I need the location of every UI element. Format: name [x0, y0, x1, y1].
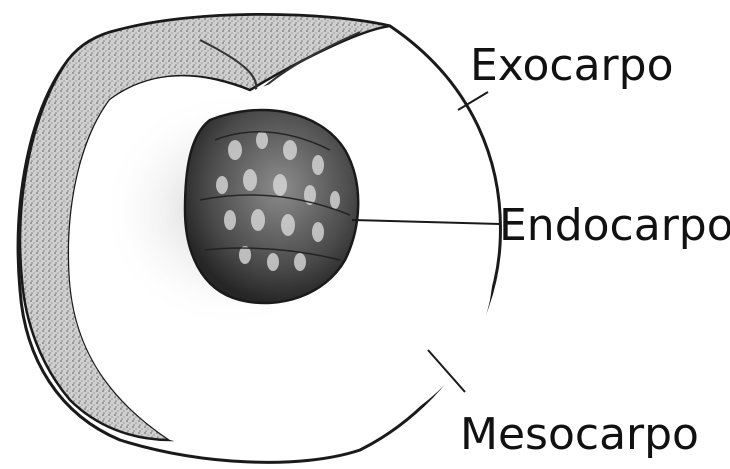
endocarp-label: Endocarpo [499, 204, 730, 248]
endocarp-pit [185, 110, 358, 303]
mesocarp-label: Mesocarpo [460, 413, 699, 457]
exocarp-label: Exocarpo [470, 44, 674, 88]
